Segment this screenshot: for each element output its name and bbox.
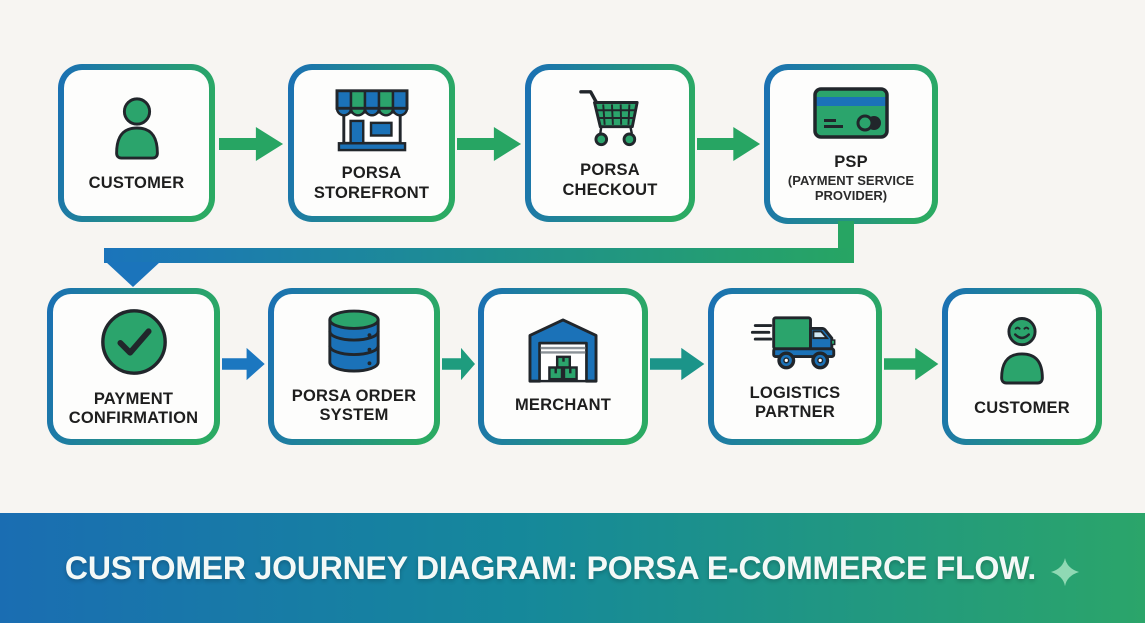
connector-vertical-segment: [838, 221, 854, 251]
node-label: PSP: [834, 152, 868, 171]
connector-horizontal-segment: [104, 248, 854, 263]
node-label: PORSA STOREFRONT: [313, 164, 430, 202]
flow-node-customer-end: CUSTOMER: [942, 288, 1102, 445]
arrow-right-icon: [457, 124, 523, 164]
happy-person-icon: [1000, 317, 1044, 385]
database-icon: [328, 309, 380, 372]
arrow-down-icon: [106, 262, 160, 287]
storefront-icon: [335, 89, 408, 152]
arrow-right-icon: [442, 345, 476, 383]
node-label: CUSTOMER: [974, 399, 1070, 418]
warehouse-icon: [528, 318, 598, 383]
flow-node-logistics-partner: LOGISTICS PARTNER: [708, 288, 882, 445]
flow-node-porsa-storefront: PORSA STOREFRONT: [288, 64, 455, 222]
node-label: LOGISTICS PARTNER: [749, 383, 841, 421]
delivery-truck-icon: [750, 315, 836, 369]
flow-node-customer: CUSTOMER: [58, 64, 215, 222]
node-label: MERCHANT: [514, 396, 611, 415]
arrow-right-icon: [222, 345, 266, 383]
flow-node-psp: PSP (PAYMENT SERVICE PROVIDER): [764, 64, 938, 224]
arrow-right-icon: [697, 124, 762, 164]
node-label: PORSA ORDER SYSTEM: [291, 386, 417, 424]
diagram-title: CUSTOMER JOURNEY DIAGRAM: PORSA E-COMMER…: [64, 549, 1037, 586]
arrow-right-icon: [219, 124, 285, 164]
node-sublabel: (PAYMENT SERVICE PROVIDER): [787, 173, 915, 204]
sparkle-icon: [1051, 557, 1080, 587]
credit-card-icon: [813, 87, 889, 139]
node-label: PAYMENT CONFIRMATION: [68, 389, 199, 427]
check-circle-icon: [100, 308, 167, 375]
node-label: PORSA CHECKOUT: [562, 161, 658, 199]
node-label: CUSTOMER: [88, 173, 185, 192]
flow-node-porsa-order-system: PORSA ORDER SYSTEM: [268, 288, 440, 445]
title-banner: CUSTOMER JOURNEY DIAGRAM: PORSA E-COMMER…: [0, 513, 1145, 623]
arrow-right-icon: [884, 345, 940, 383]
flow-node-porsa-checkout: PORSA CHECKOUT: [525, 64, 695, 222]
flow-node-merchant: MERCHANT: [478, 288, 648, 445]
flow-node-payment-confirmation: PAYMENT CONFIRMATION: [47, 288, 220, 445]
shopping-cart-icon: [579, 90, 639, 147]
arrow-right-icon: [650, 345, 706, 383]
person-icon: [114, 97, 159, 160]
